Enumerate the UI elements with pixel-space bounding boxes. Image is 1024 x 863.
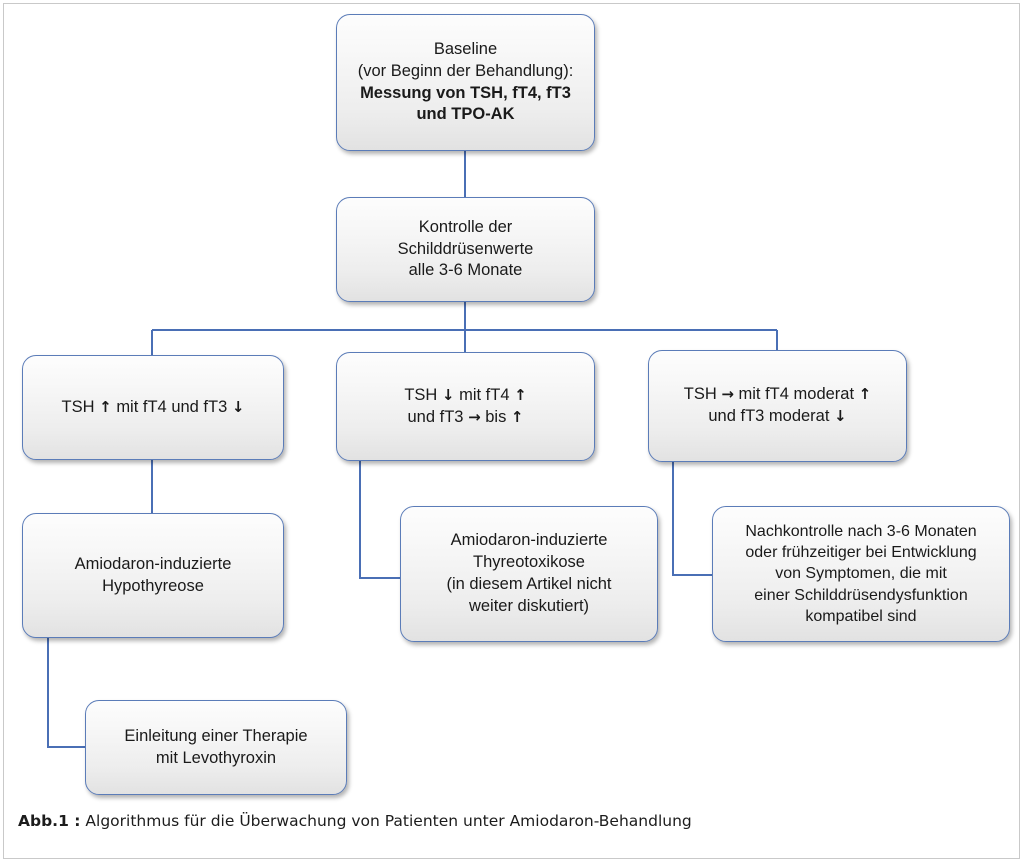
node-nachkontrolle-line-4: einer Schilddrüsendysfunktion <box>754 586 968 604</box>
node-branch-mid-text: TSH ↓ mit fT4 ↑ und fT3 → bis ↑ <box>345 385 586 429</box>
node-thyreotoxikose-line-2: Thyreotoxikose <box>473 553 585 572</box>
arrow-down-icon: ↓ <box>441 385 455 404</box>
flowchart-area: Baseline (vor Beginn der Behandlung): Me… <box>22 14 1010 795</box>
branch-left-label-b: mit fT4 und fT3 <box>116 397 228 416</box>
node-branch-tsh-high[interactable]: TSH ↑ mit fT4 und fT3 ↓ <box>22 355 284 460</box>
arrow-down-icon: ↓ <box>834 407 847 425</box>
node-levothyroxin-line-1: Einleitung einer Therapie <box>124 726 308 745</box>
connector-layer <box>46 151 779 749</box>
node-therapie-levothyroxin[interactable]: Einleitung einer Therapie mit Levothyrox… <box>85 700 347 795</box>
arrow-up-icon: ↑ <box>514 385 527 404</box>
arrow-right-icon: → <box>721 385 734 404</box>
branch-right-label-a: TSH <box>683 385 717 404</box>
node-thyreotoxikose-line-3: (in diesem Artikel nicht <box>446 575 612 593</box>
node-baseline-line-1: Baseline <box>433 39 498 58</box>
node-kontrolle-line-3: alle 3-6 Monate <box>408 261 523 280</box>
node-levothyroxin-line-2: mit Levothyroxin <box>155 748 277 767</box>
node-branch-left-text: TSH ↑ mit fT4 und fT3 ↓ <box>31 397 275 419</box>
node-baseline-line-3: Messung von TSH, fT4, fT3 <box>360 83 571 102</box>
node-baseline-line-2: (vor Beginn der Behandlung): <box>357 61 574 80</box>
node-hypothyreose-text: Amiodaron-induzierte Hypothyreose <box>31 554 275 598</box>
connector-branch-mid-to-thyreotoxikose <box>358 461 400 580</box>
node-nachkontrolle-line-2: oder frühzeitiger bei Entwicklung <box>745 544 977 562</box>
node-branch-left-line-1: TSH ↑ mit fT4 und fT3 ↓ <box>31 397 275 419</box>
node-baseline[interactable]: Baseline (vor Beginn der Behandlung): Me… <box>336 14 595 151</box>
connector-branch-right-to-nachkontrolle <box>671 462 712 577</box>
node-branch-tsh-normal[interactable]: TSH → mit fT4 moderat ↑ und fT3 moderat … <box>648 350 907 462</box>
node-branch-tsh-low[interactable]: TSH ↓ mit fT4 ↑ und fT3 → bis ↑ <box>336 352 595 461</box>
node-branch-mid-line-2: und fT3 → bis ↑ <box>345 407 586 429</box>
node-nachkontrolle[interactable]: Nachkontrolle nach 3-6 Monaten oder früh… <box>712 506 1010 642</box>
branch-left-label-a: TSH <box>61 397 95 416</box>
node-branch-right-text: TSH → mit fT4 moderat ↑ und fT3 moderat … <box>657 384 898 428</box>
node-kontrolle-schilddruesenwerte[interactable]: Kontrolle der Schilddrüsenwerte alle 3-6… <box>336 197 595 302</box>
node-nachkontrolle-line-1: Nachkontrolle nach 3-6 Monaten <box>745 523 977 541</box>
node-nachkontrolle-text: Nachkontrolle nach 3-6 Monaten oder früh… <box>721 521 1001 627</box>
node-branch-right-line-2: und fT3 moderat ↓ <box>657 406 898 428</box>
arrow-up-icon: ↑ <box>99 397 112 416</box>
node-amiodaron-hypothyreose[interactable]: Amiodaron-induzierte Hypothyreose <box>22 513 284 638</box>
node-hypothyreose-line-1: Amiodaron-induzierte <box>74 554 232 573</box>
figure-caption: Abb.1 : Algorithmus für die Überwachung … <box>18 812 998 830</box>
node-branch-right-line-1: TSH → mit fT4 moderat ↑ <box>657 384 898 406</box>
branch-mid-label-d: bis <box>485 407 507 426</box>
node-kontrolle-text: Kontrolle der Schilddrüsenwerte alle 3-6… <box>345 217 586 282</box>
node-baseline-text: Baseline (vor Beginn der Behandlung): Me… <box>345 39 586 126</box>
node-baseline-line-4: und TPO-AK <box>416 105 515 124</box>
node-hypothyreose-line-2: Hypothyreose <box>102 576 204 595</box>
arrow-right-icon: → <box>468 407 481 426</box>
branch-right-label-b: mit fT4 moderat <box>738 385 855 404</box>
node-thyreotoxikose-line-1: Amiodaron-induzierte <box>450 531 608 550</box>
connector-hypothyreose-to-levothyroxin <box>46 638 85 749</box>
node-amiodaron-thyreotoxikose[interactable]: Amiodaron-induzierte Thyreotoxikose (in … <box>400 506 658 642</box>
node-kontrolle-line-1: Kontrolle der <box>418 217 513 236</box>
arrow-up-icon: ↑ <box>510 407 524 426</box>
branch-mid-label-a: TSH <box>404 385 438 404</box>
branch-mid-label-c: und fT3 <box>407 407 464 426</box>
node-kontrolle-line-2: Schilddrüsenwerte <box>397 239 534 258</box>
node-thyreotoxikose-text: Amiodaron-induzierte Thyreotoxikose (in … <box>409 530 649 617</box>
node-branch-mid-line-1: TSH ↓ mit fT4 ↑ <box>345 385 586 407</box>
node-nachkontrolle-line-5: kompatibel sind <box>805 607 917 625</box>
node-levothyroxin-text: Einleitung einer Therapie mit Levothyrox… <box>94 726 338 770</box>
branch-mid-label-b: mit fT4 <box>459 385 510 404</box>
branch-right-label-c: und fT3 moderat <box>708 407 830 425</box>
figure-caption-label: Abb.1 : <box>18 812 81 830</box>
figure-caption-text: Algorithmus für die Überwachung von Pati… <box>85 812 692 830</box>
arrow-down-icon: ↓ <box>231 397 245 416</box>
arrow-up-icon: ↑ <box>858 385 872 404</box>
node-nachkontrolle-line-3: von Symptomen, die mit <box>775 565 947 583</box>
node-thyreotoxikose-line-4: weiter diskutiert) <box>468 596 590 615</box>
